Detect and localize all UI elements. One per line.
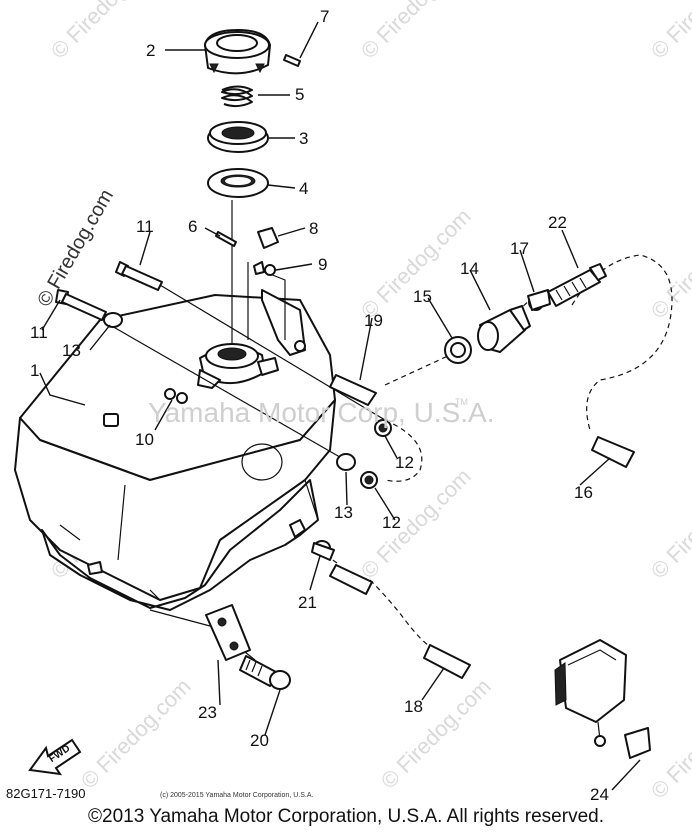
mounting-plate <box>205 604 251 661</box>
washer-lower <box>336 453 356 471</box>
callout-leaders <box>39 21 641 791</box>
fuel-tank <box>14 262 336 611</box>
callout-19: 19 <box>364 311 383 330</box>
callout-3: 3 <box>299 129 308 148</box>
watermark-firedog: © Firedog.com <box>376 674 496 794</box>
watermark-firedog: © Firedog.com <box>646 464 692 584</box>
callout-17: 17 <box>510 239 529 258</box>
callout-12-upper: 12 <box>395 453 414 472</box>
callout-10: 10 <box>135 430 154 449</box>
callout-9: 9 <box>318 255 327 274</box>
hose-connector <box>329 564 373 595</box>
callout-5: 5 <box>295 85 304 104</box>
nut <box>264 264 276 276</box>
callout-8: 8 <box>309 219 318 238</box>
fuel-container <box>554 639 651 759</box>
fuel-cock <box>477 305 531 353</box>
callout-13-upper: 13 <box>62 341 81 360</box>
clamp-17 <box>527 289 551 311</box>
watermark-firedog: © Firedog.com <box>356 0 476 64</box>
callout-23: 23 <box>198 703 217 722</box>
callout-1: 1 <box>30 361 39 380</box>
watermark-firedog: © Firedog.com <box>646 0 692 64</box>
callout-numbers: 2 7 5 3 4 6 8 9 11 11 13 1 10 19 15 14 1… <box>30 7 609 804</box>
hose-19 <box>329 374 377 406</box>
grommet-upper <box>374 419 392 437</box>
clip <box>257 227 279 249</box>
forward-arrow: FWD <box>28 738 82 776</box>
watermark-firedog-bold: © Firedog.com <box>33 186 118 311</box>
fuel-filter <box>547 263 607 307</box>
nut-small <box>253 261 265 275</box>
callout-11-lower: 11 <box>30 323 48 342</box>
hose-16 <box>591 436 635 468</box>
pin <box>283 54 301 67</box>
callout-12-lower: 12 <box>382 513 401 532</box>
callout-20: 20 <box>250 731 269 750</box>
watermark-firedog: © Firedog.com <box>646 684 692 804</box>
callout-24: 24 <box>590 785 609 804</box>
bolt-upper <box>115 261 163 291</box>
watermark-tm: TM <box>455 397 468 407</box>
catalog-code: 82G171-7190 <box>6 786 86 801</box>
callout-6: 6 <box>188 217 197 236</box>
fuel-cap <box>204 29 271 75</box>
washer-upper <box>103 312 123 328</box>
callout-15: 15 <box>413 287 432 306</box>
callout-16: 16 <box>574 483 593 502</box>
watermark-yamaha: Yamaha Motor Corp, U.S.A. <box>148 397 495 428</box>
bolt-20 <box>239 655 291 690</box>
watermark-firedog: © Firedog.com <box>646 204 692 324</box>
callout-2: 2 <box>146 41 155 60</box>
gasket <box>207 168 269 198</box>
watermark-firedog: © Firedog.com <box>76 674 196 794</box>
callout-14: 14 <box>460 259 479 278</box>
hose-18 <box>423 644 471 679</box>
small-copyright: (c) 2005-2015 Yamaha Motor Corporation, … <box>160 792 314 799</box>
clamp-21 <box>311 540 335 561</box>
copyright-notice: ©2013 Yamaha Motor Corporation, U.S.A. A… <box>88 806 604 827</box>
small-pin <box>215 231 237 247</box>
spring <box>221 85 253 108</box>
seal-ring <box>207 121 269 153</box>
callout-4: 4 <box>299 179 308 198</box>
callout-13-lower: 13 <box>334 503 353 522</box>
callout-18: 18 <box>404 697 423 716</box>
callout-21: 21 <box>298 593 317 612</box>
bolt-lower <box>55 289 107 321</box>
grommet-lower <box>360 471 378 489</box>
o-ring <box>444 336 472 364</box>
callout-11-upper: 11 <box>136 217 154 236</box>
callout-7: 7 <box>320 7 329 26</box>
callout-22: 22 <box>548 213 567 232</box>
